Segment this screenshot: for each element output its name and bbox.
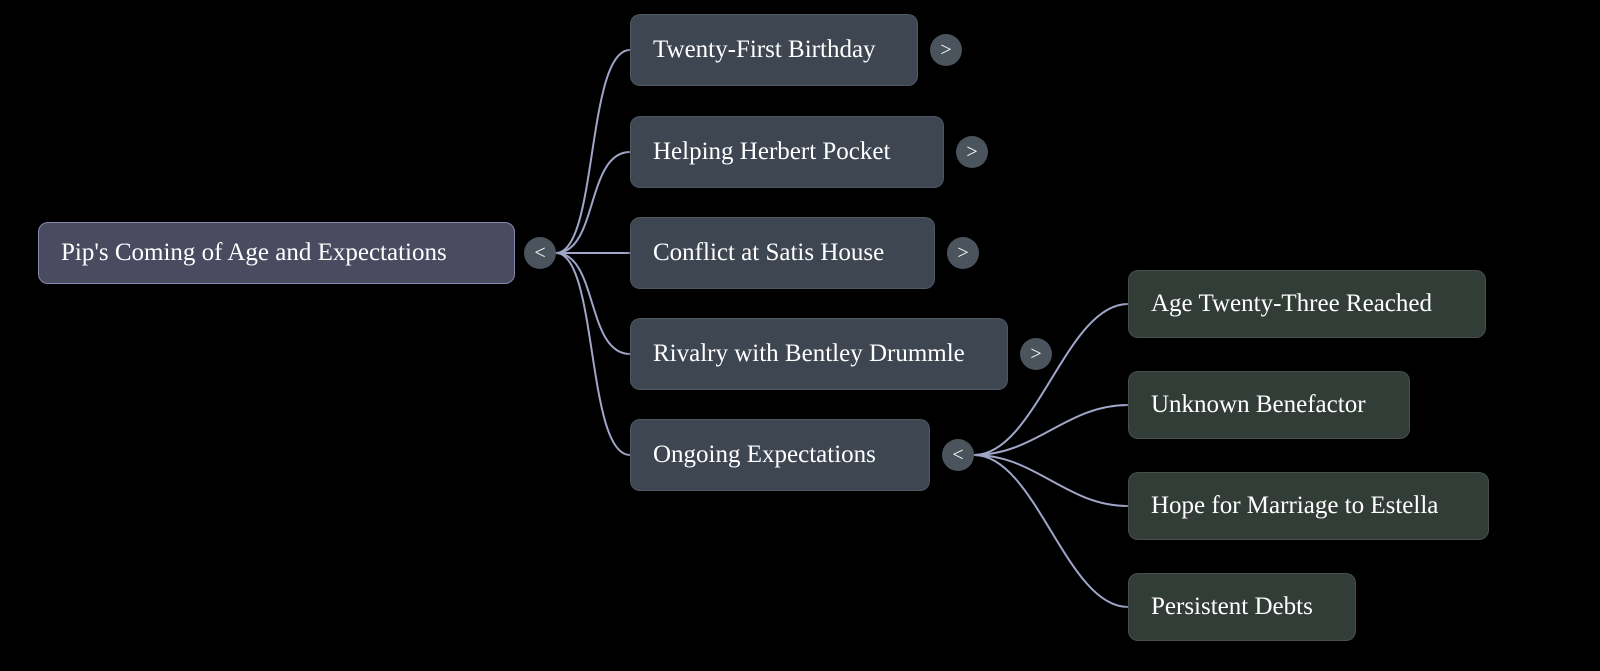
expand-toggle-helping-herbert-pocket[interactable]: > <box>956 136 988 168</box>
expand-toggle-rivalry-with-bentley-drummle[interactable]: > <box>1020 338 1052 370</box>
node-unknown-benefactor[interactable]: Unknown Benefactor <box>1128 371 1410 439</box>
node-age-twenty-three-reached[interactable]: Age Twenty-Three Reached <box>1128 270 1486 338</box>
expand-toggle-conflict-at-satis-house[interactable]: > <box>947 237 979 269</box>
node-label: Persistent Debts <box>1151 593 1313 620</box>
edge-root-ongoing-expectations <box>555 252 631 456</box>
collapse-toggle-ongoing-expectations[interactable]: < <box>942 439 974 471</box>
node-hope-for-marriage-to-estella[interactable]: Hope for Marriage to Estella <box>1128 472 1489 540</box>
edge-ongoing-persistent-debts <box>973 454 1129 608</box>
edge-root-rivalry-with-bentley-drummle <box>555 252 631 355</box>
edge-ongoing-age-twenty-three <box>973 303 1129 456</box>
expand-toggle-twenty-first-birthday[interactable]: > <box>930 34 962 66</box>
edge-ongoing-hope-for-marriage <box>973 454 1129 507</box>
edge-root-twenty-first-birthday <box>555 49 631 254</box>
node-conflict-at-satis-house[interactable]: Conflict at Satis House <box>630 217 935 289</box>
node-twenty-first-birthday[interactable]: Twenty-First Birthday <box>630 14 918 86</box>
node-persistent-debts[interactable]: Persistent Debts <box>1128 573 1356 641</box>
edge-ongoing-unknown-benefactor <box>973 404 1129 456</box>
node-label: Helping Herbert Pocket <box>653 138 891 165</box>
node-ongoing-expectations[interactable]: Ongoing Expectations <box>630 419 930 491</box>
node-rivalry-with-bentley-drummle[interactable]: Rivalry with Bentley Drummle <box>630 318 1008 390</box>
collapse-toggle-root[interactable]: < <box>524 237 556 269</box>
node-root[interactable]: Pip's Coming of Age and Expectations <box>38 222 515 284</box>
node-label: Age Twenty-Three Reached <box>1151 290 1432 317</box>
node-label: Ongoing Expectations <box>653 441 876 468</box>
node-helping-herbert-pocket[interactable]: Helping Herbert Pocket <box>630 116 944 188</box>
node-root-label: Pip's Coming of Age and Expectations <box>61 239 447 266</box>
node-label: Unknown Benefactor <box>1151 391 1366 418</box>
node-label: Twenty-First Birthday <box>653 36 876 63</box>
edge-root-helping-herbert-pocket <box>555 151 631 254</box>
node-label: Hope for Marriage to Estella <box>1151 492 1439 519</box>
node-label: Rivalry with Bentley Drummle <box>653 340 965 367</box>
node-label: Conflict at Satis House <box>653 239 885 266</box>
